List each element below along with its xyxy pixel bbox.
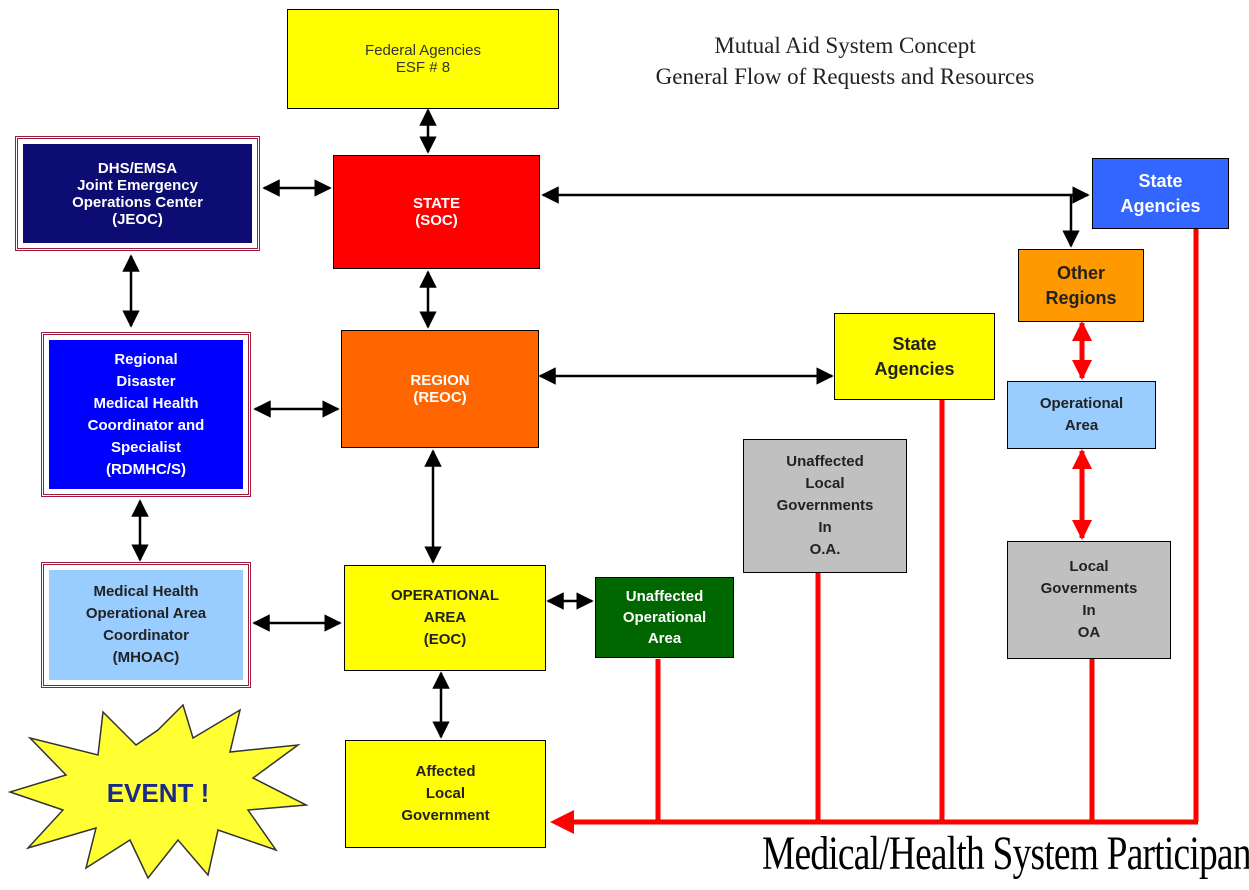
unaffected-operational-area-label: Unaffected Operational Area [622, 588, 707, 647]
mhoac-inner: Medical Health Operational Area Coordina… [49, 570, 243, 680]
state-agencies-middle-label: State Agencies [874, 333, 955, 379]
operational-area-eoc-label: OPERATIONAL AREA (EOC) [390, 587, 500, 648]
title-line-1: Mutual Aid System Concept [714, 33, 976, 58]
mhoac-box: Medical Health Operational Area Coordina… [41, 562, 251, 688]
footer-label: Medical/Health System Participants [762, 827, 1249, 880]
rdmhc-inner: Regional Disaster Medical Health Coordin… [49, 340, 243, 489]
mhoac-label: Medical Health Operational Area Coordina… [85, 583, 207, 666]
state-agencies-top-label: State Agencies [1120, 170, 1201, 216]
other-regions-label: Other Regions [1045, 262, 1117, 308]
state-agencies-middle-box: State Agencies [834, 313, 995, 400]
federal-agencies-label: Federal Agencies ESF # 8 [365, 42, 481, 76]
local-governments-oa-box: Local Governments In OA [1007, 541, 1171, 659]
region-reoc-label: REGION (REOC) [410, 372, 470, 406]
federal-agencies-box: Federal Agencies ESF # 8 [287, 9, 559, 109]
state-agencies-top-box: State Agencies [1092, 158, 1229, 229]
operational-area-eoc-box: OPERATIONAL AREA (EOC) [344, 565, 546, 671]
state-soc-label: STATE (SOC) [413, 195, 460, 229]
region-reoc-box: REGION (REOC) [341, 330, 539, 448]
title-line-2: General Flow of Requests and Resources [655, 64, 1035, 89]
affected-local-government-label: Affected Local Government [401, 763, 490, 824]
unaffected-local-governments-box: Unaffected Local Governments In O.A. [743, 439, 907, 573]
rdmhc-label: Regional Disaster Medical Health Coordin… [87, 350, 205, 478]
state-soc-box: STATE (SOC) [333, 155, 540, 269]
unaffected-operational-area-box: Unaffected Operational Area [595, 577, 734, 658]
operational-area-right-label: Operational Area [1039, 395, 1124, 434]
diagram-title: Mutual Aid System Concept General Flow o… [565, 30, 1125, 92]
jeoc-box: DHS/EMSA Joint Emergency Operations Cent… [15, 136, 260, 251]
local-governments-oa-label: Local Governments In OA [1040, 558, 1138, 641]
event-label: EVENT ! [107, 778, 210, 808]
affected-local-government-box: Affected Local Government [345, 740, 546, 848]
unaffected-local-governments-label: Unaffected Local Governments In O.A. [776, 453, 874, 558]
other-regions-box: Other Regions [1018, 249, 1144, 322]
jeoc-inner: DHS/EMSA Joint Emergency Operations Cent… [23, 144, 252, 243]
rdmhc-box: Regional Disaster Medical Health Coordin… [41, 332, 251, 497]
jeoc-label: DHS/EMSA Joint Emergency Operations Cent… [72, 159, 203, 228]
event-starburst: EVENT ! [8, 703, 308, 880]
operational-area-right-box: Operational Area [1007, 381, 1156, 449]
